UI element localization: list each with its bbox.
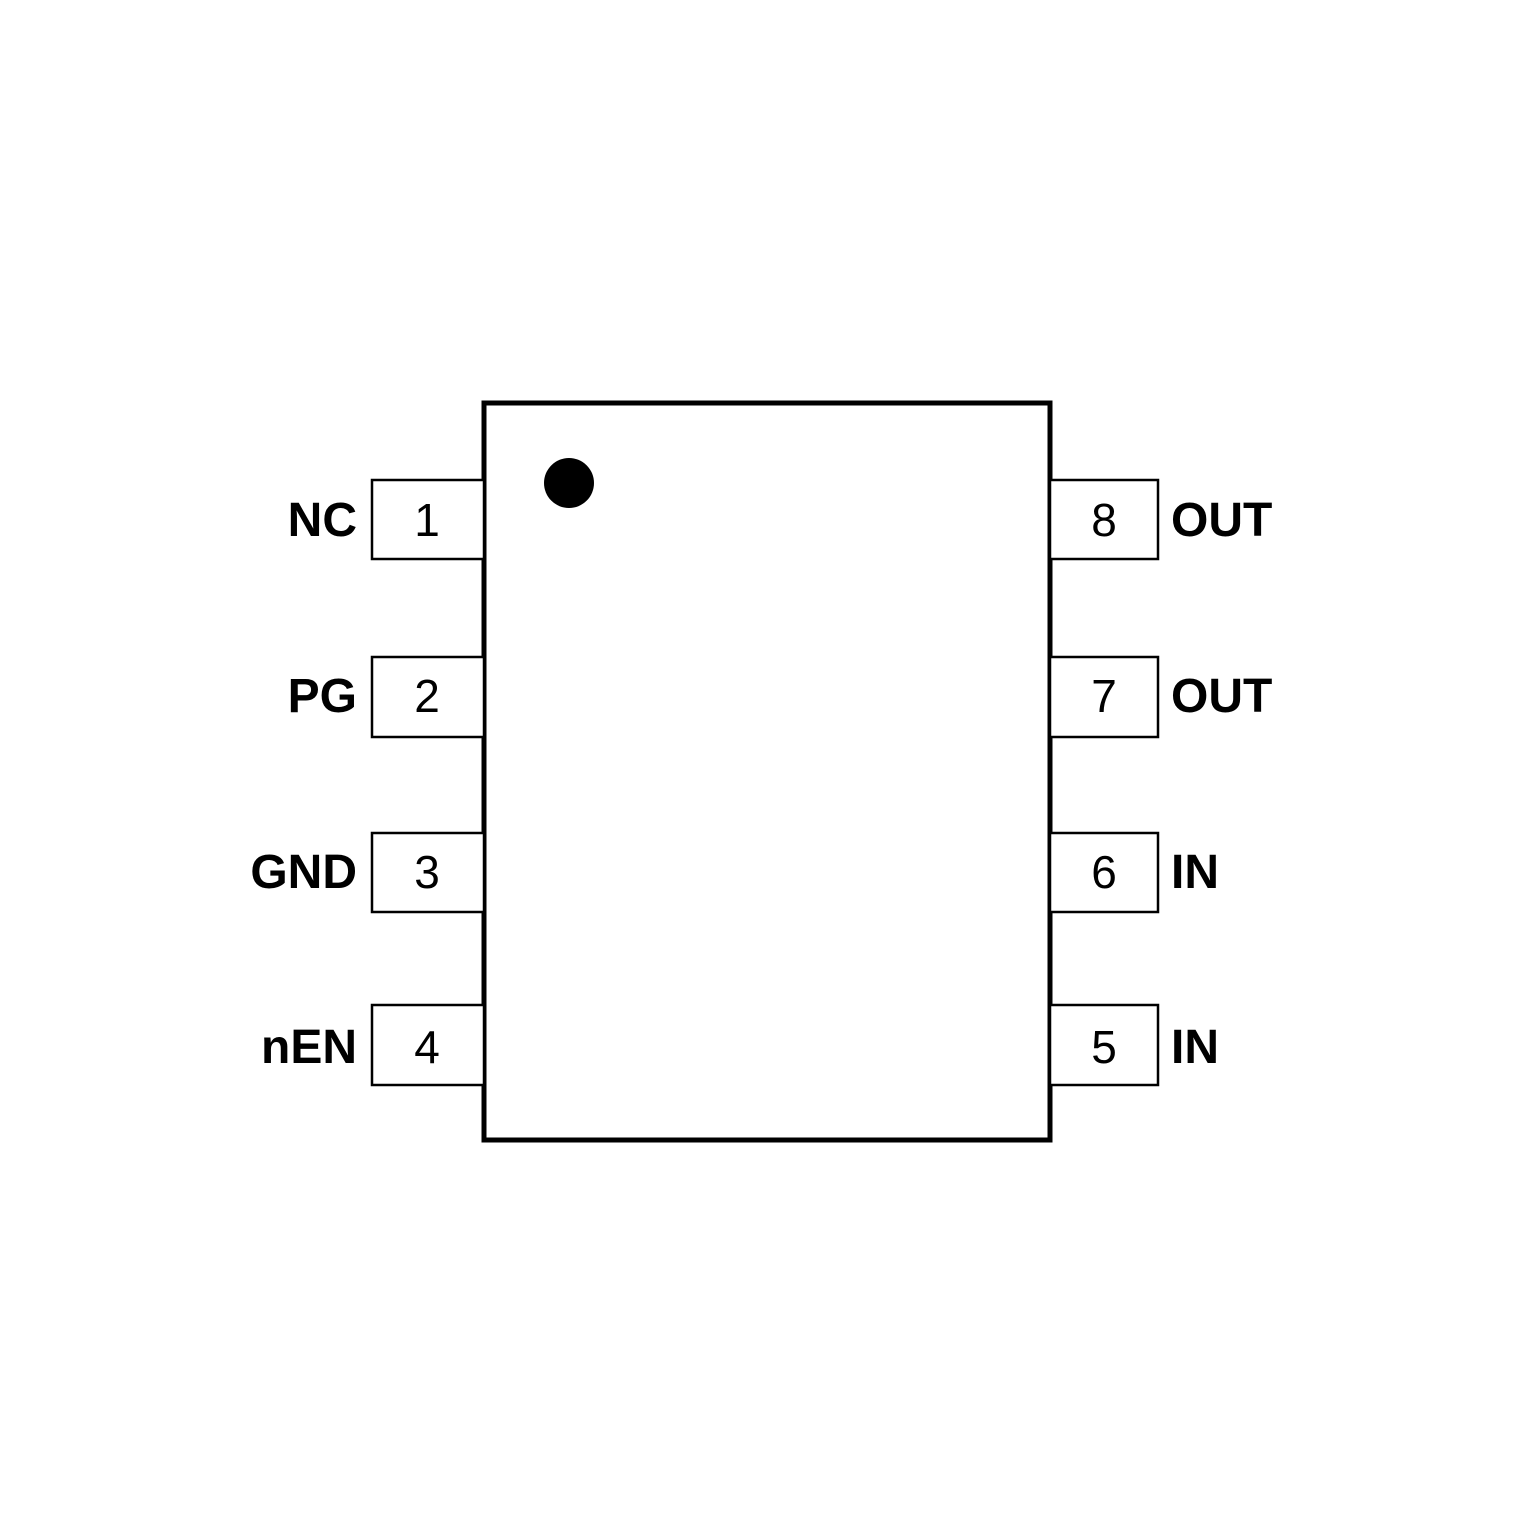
pin-name: OUT [1171, 494, 1272, 547]
pin-box [370, 831, 486, 914]
pin-number: 6 [1091, 846, 1117, 898]
right-pin-6: 6 IN [1048, 831, 1219, 914]
pin-box [370, 1003, 486, 1087]
pin-name: NC [288, 494, 357, 547]
pin-box [370, 655, 486, 739]
pin-name: PG [288, 670, 357, 723]
pin-name: nEN [261, 1021, 357, 1074]
pin-number: 8 [1091, 494, 1117, 546]
pin-name: OUT [1171, 670, 1272, 723]
pin-name: IN [1171, 1021, 1219, 1074]
pin-box [1048, 831, 1160, 914]
pin1-marker-dot [544, 458, 594, 508]
pin-number: 4 [414, 1021, 440, 1073]
pin-name: GND [250, 846, 357, 899]
right-pin-5: 5 IN [1048, 1003, 1219, 1087]
ic-body [481, 400, 1053, 1143]
right-pin-8: 8 OUT [1048, 478, 1272, 561]
left-pin-3: 3 GND [250, 831, 486, 914]
right-pin-7: 7 OUT [1048, 655, 1272, 739]
left-pin-1: 1 NC [288, 478, 486, 561]
pin-box [1048, 478, 1160, 561]
pin-name: IN [1171, 846, 1219, 899]
pin-number: 5 [1091, 1021, 1117, 1073]
pin-number: 2 [414, 670, 440, 722]
pin-box [370, 478, 486, 561]
pin-number: 7 [1091, 670, 1117, 722]
left-pin-4: 4 nEN [261, 1003, 486, 1087]
pin-box [1048, 655, 1160, 739]
pin-number: 1 [414, 494, 440, 546]
pin-number: 3 [414, 846, 440, 898]
pin-box [1048, 1003, 1160, 1087]
left-pin-2: 2 PG [288, 655, 486, 739]
